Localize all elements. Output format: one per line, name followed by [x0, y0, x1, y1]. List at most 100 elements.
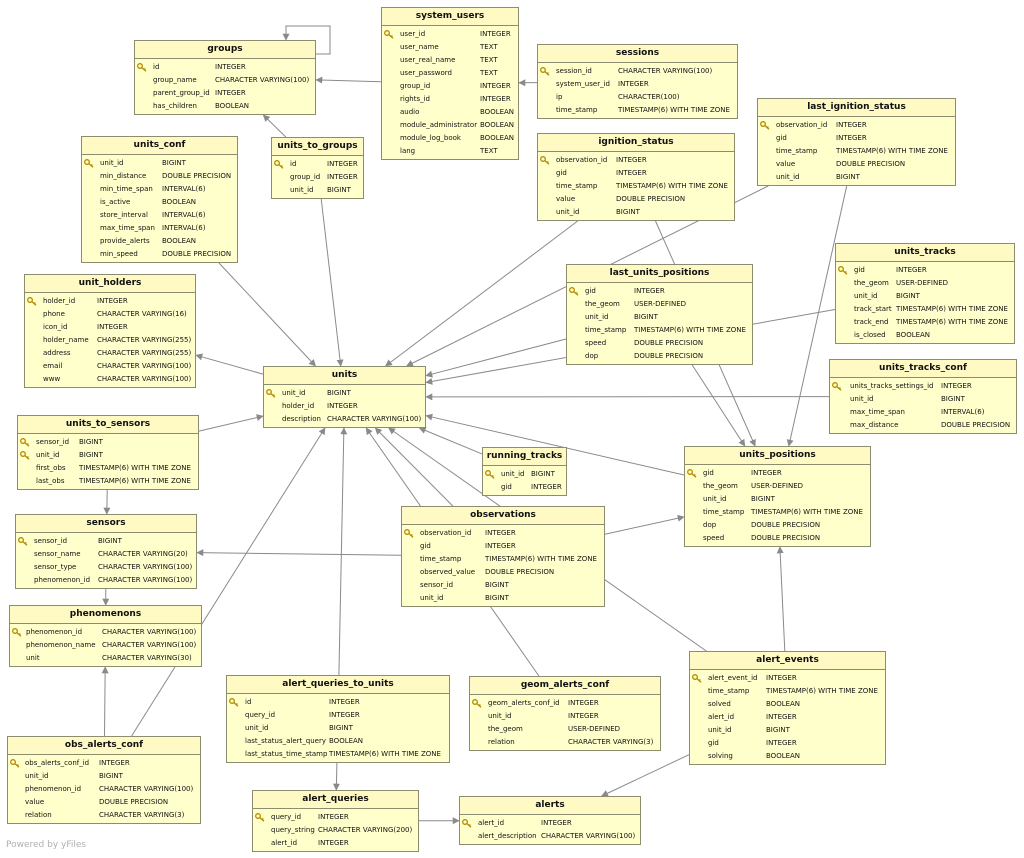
column-type: USER-DEFINED: [896, 279, 949, 287]
column-name: phenomenon_name: [26, 641, 96, 649]
table-title: geom_alerts_conf: [470, 677, 660, 695]
column-type: BOOLEAN: [162, 237, 197, 245]
column-type: BOOLEAN: [480, 108, 515, 116]
edge-last-ignition-status-to-units-positions: [786, 185, 848, 447]
primary-key-icon: [137, 63, 147, 72]
primary-key-icon: [838, 266, 848, 275]
column-name: relation: [488, 738, 515, 746]
column-name: alert_description: [478, 832, 537, 840]
column-type: CHARACTER VARYING(3): [99, 811, 185, 819]
column-name: description: [282, 415, 321, 423]
column-name: time_stamp: [703, 508, 745, 516]
table-title: alert_queries_to_units: [227, 676, 449, 694]
table-title: running_tracks: [483, 448, 566, 466]
column-type: USER-DEFINED: [568, 725, 621, 733]
column-type: INTEGER: [97, 323, 128, 331]
column-type: INTEGER: [541, 819, 572, 827]
primary-key-icon: [687, 469, 697, 478]
column-type: BIGINT: [616, 208, 640, 216]
edge-alert-events-to-alerts: [601, 754, 690, 797]
column-type: USER-DEFINED: [634, 300, 687, 308]
column-name: user_id: [400, 30, 426, 38]
column-name: audio: [400, 108, 420, 116]
column-type: TIMESTAMP(6) WITH TIME ZONE: [896, 305, 1008, 313]
table-row: phenomenon_name CHARACTER VARYING(100): [10, 639, 201, 652]
column-name: phone: [43, 310, 65, 318]
column-name: dop: [703, 521, 717, 529]
column-name: system_user_id: [556, 80, 610, 88]
column-name: gid: [708, 739, 719, 747]
column-name: unit_id: [703, 495, 727, 503]
column-type: CHARACTER VARYING(100): [97, 362, 192, 370]
column-type: INTEGER: [480, 30, 511, 38]
column-name: unit_id: [290, 186, 314, 194]
column-type: CHARACTER VARYING(255): [97, 336, 192, 344]
column-name: gid: [420, 542, 431, 550]
primary-key-icon: [274, 160, 284, 169]
edge-last-units-positions-to-units-positions: [691, 364, 746, 447]
column-type: DOUBLE PRECISION: [751, 534, 821, 542]
edge-units-conf-to-units: [218, 262, 316, 367]
primary-key-icon: [10, 759, 20, 768]
column-type: TEXT: [480, 43, 498, 51]
column-type: CHARACTER VARYING(100): [102, 641, 197, 649]
column-name: id: [290, 160, 297, 168]
column-name: sensor_id: [36, 438, 70, 446]
column-type: INTEGER: [616, 156, 647, 164]
column-type: TIMESTAMP(6) WITH TIME ZONE: [634, 326, 746, 334]
column-name: observation_id: [556, 156, 608, 164]
column-type: TIMESTAMP(6) WITH TIME ZONE: [618, 106, 730, 114]
column-type: BOOLEAN: [329, 737, 364, 745]
table-title: unit_holders: [25, 275, 195, 293]
primary-key-icon: [540, 156, 550, 165]
column-name: phenomenon_id: [34, 576, 91, 584]
column-name: the_geom: [854, 279, 889, 287]
column-type: DOUBLE PRECISION: [836, 160, 906, 168]
column-name: query_id: [245, 711, 276, 719]
column-name: user_password: [400, 69, 453, 77]
column-name: dop: [585, 352, 599, 360]
table-title: system_users: [382, 8, 518, 26]
column-name: value: [556, 195, 576, 203]
column-name: observation_id: [776, 121, 828, 129]
column-name: unit_id: [36, 451, 60, 459]
table-title: units_to_groups: [272, 138, 363, 156]
primary-key-icon: [462, 819, 472, 828]
column-name: min_distance: [100, 172, 147, 180]
